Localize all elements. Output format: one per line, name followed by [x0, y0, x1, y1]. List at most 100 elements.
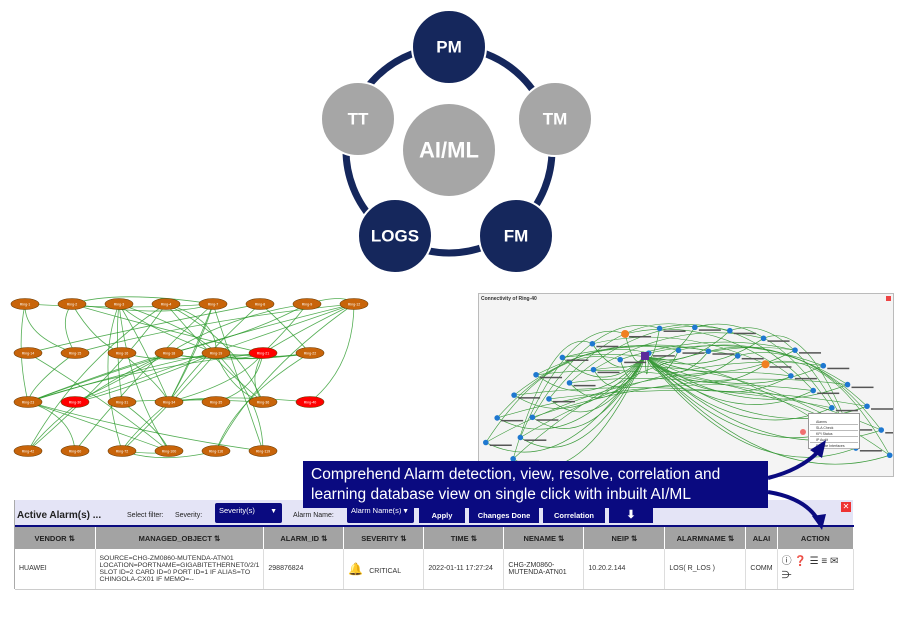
network-node[interactable]: [886, 452, 893, 459]
ring-node[interactable]: Ring-23: [13, 396, 43, 408]
network-node[interactable]: [533, 371, 539, 378]
ring-node[interactable]: Ring-4: [151, 298, 181, 310]
severity-text: CRITICAL: [369, 567, 402, 575]
correlation-icon[interactable]: ⋺: [781, 569, 792, 581]
ring-node[interactable]: Ring-42: [13, 445, 43, 457]
network-node[interactable]: [820, 362, 827, 369]
ring-node[interactable]: Ring-2: [57, 298, 87, 310]
network-node[interactable]: [656, 325, 663, 332]
ring-node-label: Ring-1: [20, 302, 31, 306]
ring-node-label: Ring-60: [69, 449, 82, 453]
menu-item-remote-interfaces[interactable]: Remote Interfaces: [810, 443, 858, 449]
close-button[interactable]: ✕: [841, 502, 851, 512]
column-header[interactable]: ALARMNAME ⇅: [664, 526, 747, 549]
network-node[interactable]: [621, 329, 630, 338]
ring-node[interactable]: Ring-22: [295, 347, 325, 359]
menu-item-alarms[interactable]: Alarms: [810, 419, 858, 425]
correlation-button[interactable]: Correlation: [543, 508, 605, 523]
network-node[interactable]: [589, 340, 596, 347]
network-node[interactable]: [761, 360, 770, 369]
network-node[interactable]: [705, 348, 712, 355]
network-node[interactable]: [546, 396, 552, 402]
network-node[interactable]: [617, 356, 623, 363]
info-icon[interactable]: ⓘ: [781, 555, 792, 567]
network-node[interactable]: [675, 347, 682, 354]
network-node[interactable]: [844, 381, 851, 388]
severity-select[interactable]: Severity(s)▼: [215, 503, 282, 523]
column-header[interactable]: NEIP ⇅: [583, 526, 666, 549]
ring-node[interactable]: Ring-9: [292, 298, 322, 310]
ring-node[interactable]: Ring-60: [60, 445, 90, 457]
chevron-down-icon: ▼: [270, 508, 277, 515]
ring-node[interactable]: Ring-18: [154, 347, 184, 359]
ring-node[interactable]: Ring-35: [201, 396, 231, 408]
network-node[interactable]: [517, 434, 524, 441]
ring-node[interactable]: Ring-100: [154, 445, 184, 457]
mail-icon[interactable]: ✉: [829, 555, 839, 567]
network-node[interactable]: [788, 373, 794, 379]
column-header[interactable]: NENAME ⇅: [503, 526, 585, 549]
node-label: [769, 366, 792, 368]
network-node[interactable]: [878, 427, 885, 433]
ring-node[interactable]: Ring-15: [60, 347, 90, 359]
ring-node[interactable]: Ring-1: [10, 298, 40, 310]
column-header[interactable]: VENDOR ⇅: [15, 526, 96, 549]
ring-node[interactable]: Ring-16: [107, 347, 137, 359]
column-header[interactable]: MANAGED_OBJECT ⇅: [95, 526, 265, 549]
ring-node[interactable]: Ring-8: [245, 298, 275, 310]
menu-item-kpi-status[interactable]: KPI Status: [810, 431, 858, 437]
network-node[interactable]: [727, 327, 733, 334]
column-header[interactable]: ALARM_ID ⇅: [263, 526, 345, 549]
ring-node[interactable]: Ring-34: [154, 396, 184, 408]
network-node[interactable]: [482, 439, 489, 446]
selected-node[interactable]: [800, 429, 806, 435]
network-node[interactable]: [529, 414, 536, 421]
network-node[interactable]: [559, 354, 566, 361]
ring-node[interactable]: Ring-72: [107, 445, 137, 457]
center-circle: [403, 104, 495, 196]
ring-node[interactable]: Ring-40: [295, 396, 325, 408]
network-node[interactable]: [792, 347, 798, 353]
close-icon[interactable]: [886, 296, 891, 301]
network-node[interactable]: [510, 456, 516, 462]
hub-node[interactable]: [641, 352, 649, 360]
ring-node[interactable]: Ring-14: [13, 347, 43, 359]
network-node[interactable]: [590, 366, 597, 373]
ring-node[interactable]: Ring-116: [201, 445, 231, 457]
graph-edge: [569, 355, 646, 399]
network-node[interactable]: [864, 403, 870, 410]
column-header[interactable]: TIME ⇅: [423, 526, 505, 549]
details-icon[interactable]: ☰: [809, 555, 819, 567]
ring-node[interactable]: Ring-19: [201, 347, 231, 359]
ring-node[interactable]: Ring-36: [248, 396, 278, 408]
node-label: [536, 419, 559, 421]
network-node[interactable]: [566, 380, 573, 386]
network-node[interactable]: [829, 405, 835, 411]
alarm-name-select[interactable]: Alarm Name(s)▼: [347, 503, 414, 523]
ring-node[interactable]: Ring-119: [248, 445, 278, 457]
ring-node[interactable]: Ring-3: [104, 298, 134, 310]
network-node[interactable]: [760, 335, 767, 342]
changes-done-button[interactable]: Changes Done: [469, 508, 539, 523]
column-header[interactable]: SEVERITY ⇅: [343, 526, 425, 549]
download-button[interactable]: ⬇: [609, 508, 653, 523]
network-node[interactable]: [734, 353, 741, 359]
apply-button[interactable]: Apply: [419, 508, 465, 523]
menu-item-sla-check[interactable]: SLA Check: [810, 425, 858, 431]
ring-node[interactable]: Ring-31: [107, 396, 137, 408]
notes-icon[interactable]: ≡: [821, 555, 828, 567]
network-node[interactable]: [692, 324, 698, 331]
ring-node[interactable]: Ring-30: [60, 396, 90, 408]
help-icon[interactable]: ❓: [794, 555, 807, 567]
table-row[interactable]: HUAWEI SOURCE=CHG-ZM0860-MUTENDA-ATN01 L…: [15, 549, 855, 590]
node-label: [596, 345, 619, 348]
ring-node[interactable]: Ring-7: [198, 298, 228, 310]
graph-edge: [485, 355, 646, 453]
ring-node[interactable]: Ring-21: [248, 347, 278, 359]
network-node[interactable]: [494, 415, 500, 421]
column-header[interactable]: ALAI: [745, 526, 778, 549]
network-node[interactable]: [810, 387, 817, 394]
network-node[interactable]: [511, 392, 517, 398]
ring-node[interactable]: Ring-12: [339, 298, 369, 310]
column-header[interactable]: ACTION: [777, 526, 855, 549]
